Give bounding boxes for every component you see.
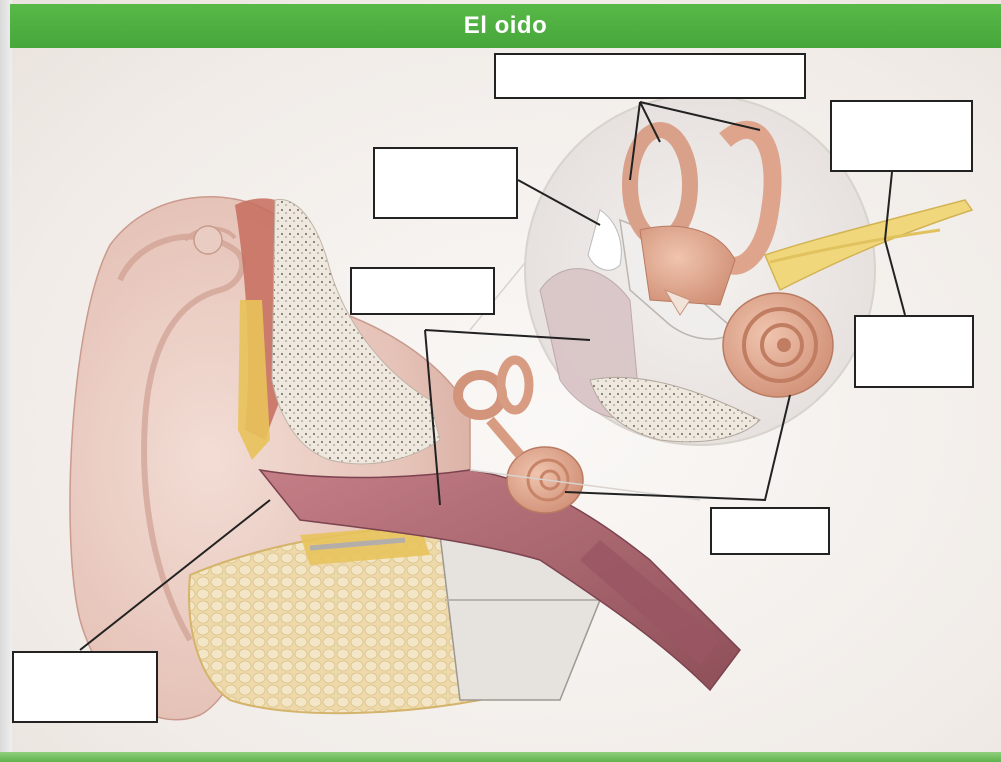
label-box-outer-ear[interactable] <box>12 651 158 723</box>
label-box-auditory-nerve[interactable] <box>830 100 973 172</box>
label-box-eardrum[interactable] <box>350 267 495 315</box>
label-box-cochlea[interactable] <box>710 507 830 555</box>
label-box-ossicles[interactable] <box>373 147 518 219</box>
page-bottom-edge <box>0 752 1001 762</box>
temporal-bone <box>272 200 440 464</box>
label-box-vestibular-nerve[interactable] <box>854 315 974 388</box>
label-box-semicircular-canals[interactable] <box>494 53 806 99</box>
